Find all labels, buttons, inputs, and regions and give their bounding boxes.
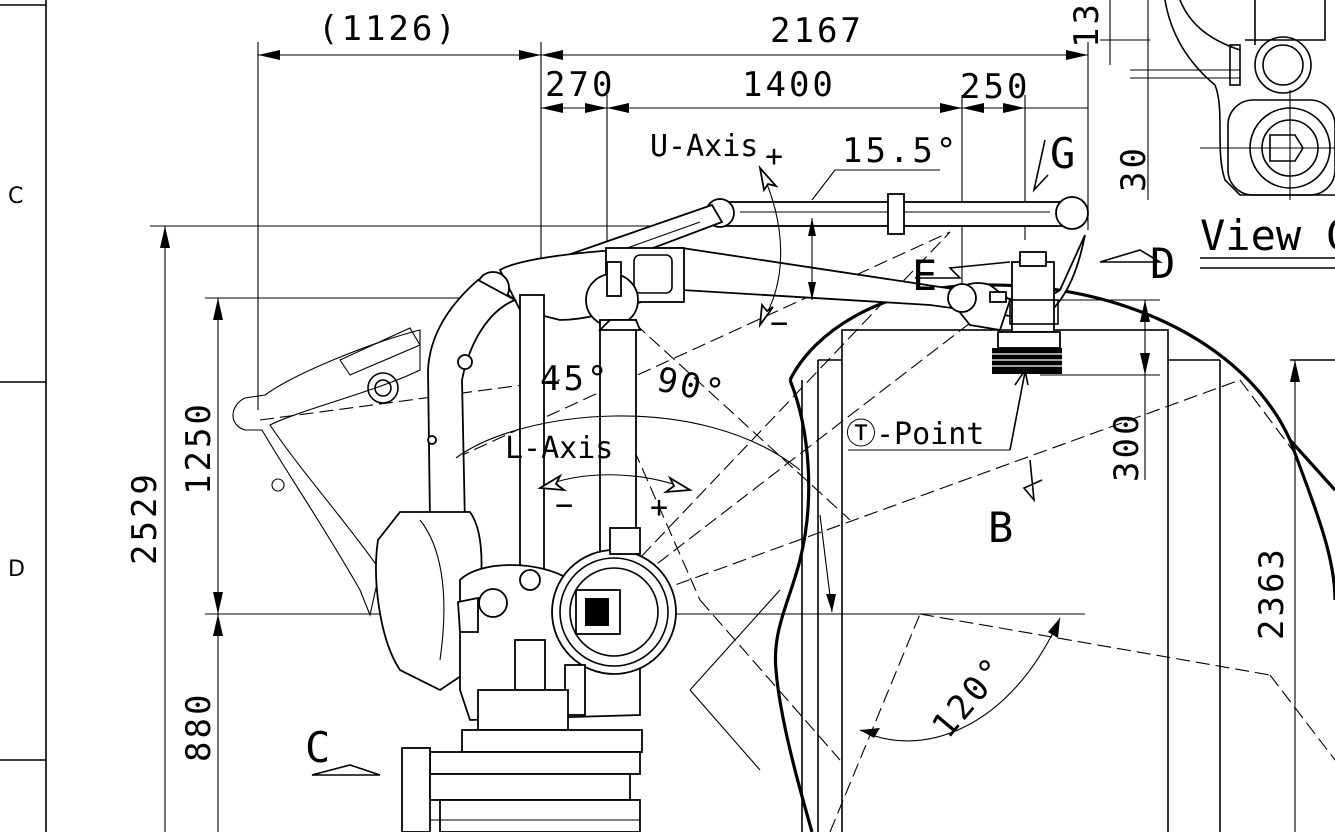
dim-1400: 1400 [742, 65, 836, 105]
t-point-label: Ⓣ-Point [846, 417, 984, 452]
angle-120: 120° [924, 648, 1015, 746]
dim-2529: 2529 [125, 471, 165, 565]
construction-lines [259, 231, 1335, 832]
dim-300: 300 [1107, 412, 1147, 482]
dim-880: 880 [179, 692, 219, 762]
u-axis-plus: + [765, 139, 783, 174]
left-dimensions: 2529 1250 880 [125, 225, 1085, 832]
l-axis-minus: − [555, 488, 573, 523]
view-letter-b: B [988, 503, 1013, 552]
dim-1126: (1126) [318, 9, 459, 49]
view-g-title: View G(S [1200, 211, 1335, 260]
angle-15-5: 15.5° [842, 131, 959, 171]
u-axis-minus: − [770, 306, 788, 341]
angle-arcs [455, 165, 1061, 742]
t-point-callout: Ⓣ-Point [846, 371, 1026, 452]
dim-130: 130 [1067, 0, 1107, 48]
view-letters: G E D B C [305, 129, 1175, 772]
dim-1250: 1250 [179, 401, 219, 495]
view-letter-e: E [912, 251, 937, 300]
view-letter-g: G [1050, 129, 1075, 178]
zone-label-c: C [8, 184, 23, 209]
angle-90: 90° [653, 360, 730, 414]
zone-label-d: D [8, 557, 25, 582]
right-dimensions: 300 2363 [1000, 299, 1300, 832]
l-axis-label: L-Axis [505, 431, 613, 466]
dim-30: 30 [1114, 145, 1154, 192]
view-letter-c: C [305, 723, 330, 772]
axis-labels: U-Axis + − L-Axis − + [505, 129, 788, 525]
view-letter-d: D [1150, 239, 1175, 288]
dim-2363: 2363 [1252, 546, 1292, 640]
angle-45: 45° [540, 359, 610, 399]
robot-wrist [947, 251, 1062, 374]
robot-base [375, 511, 677, 832]
robot-ghost-link [232, 327, 421, 617]
dim-270: 270 [545, 65, 615, 105]
l-axis-plus: + [650, 490, 668, 525]
reach-frames [801, 329, 1335, 832]
dim-2167: 2167 [770, 11, 864, 51]
u-axis-label: U-Axis [650, 129, 758, 164]
view-g-detail: 130 30 View G(S [1067, 0, 1335, 269]
dim-250: 250 [960, 67, 1030, 107]
top-dimensions: (1126) 2167 270 1400 250 [257, 9, 1089, 832]
drawing-frame: C D [0, 0, 47, 832]
